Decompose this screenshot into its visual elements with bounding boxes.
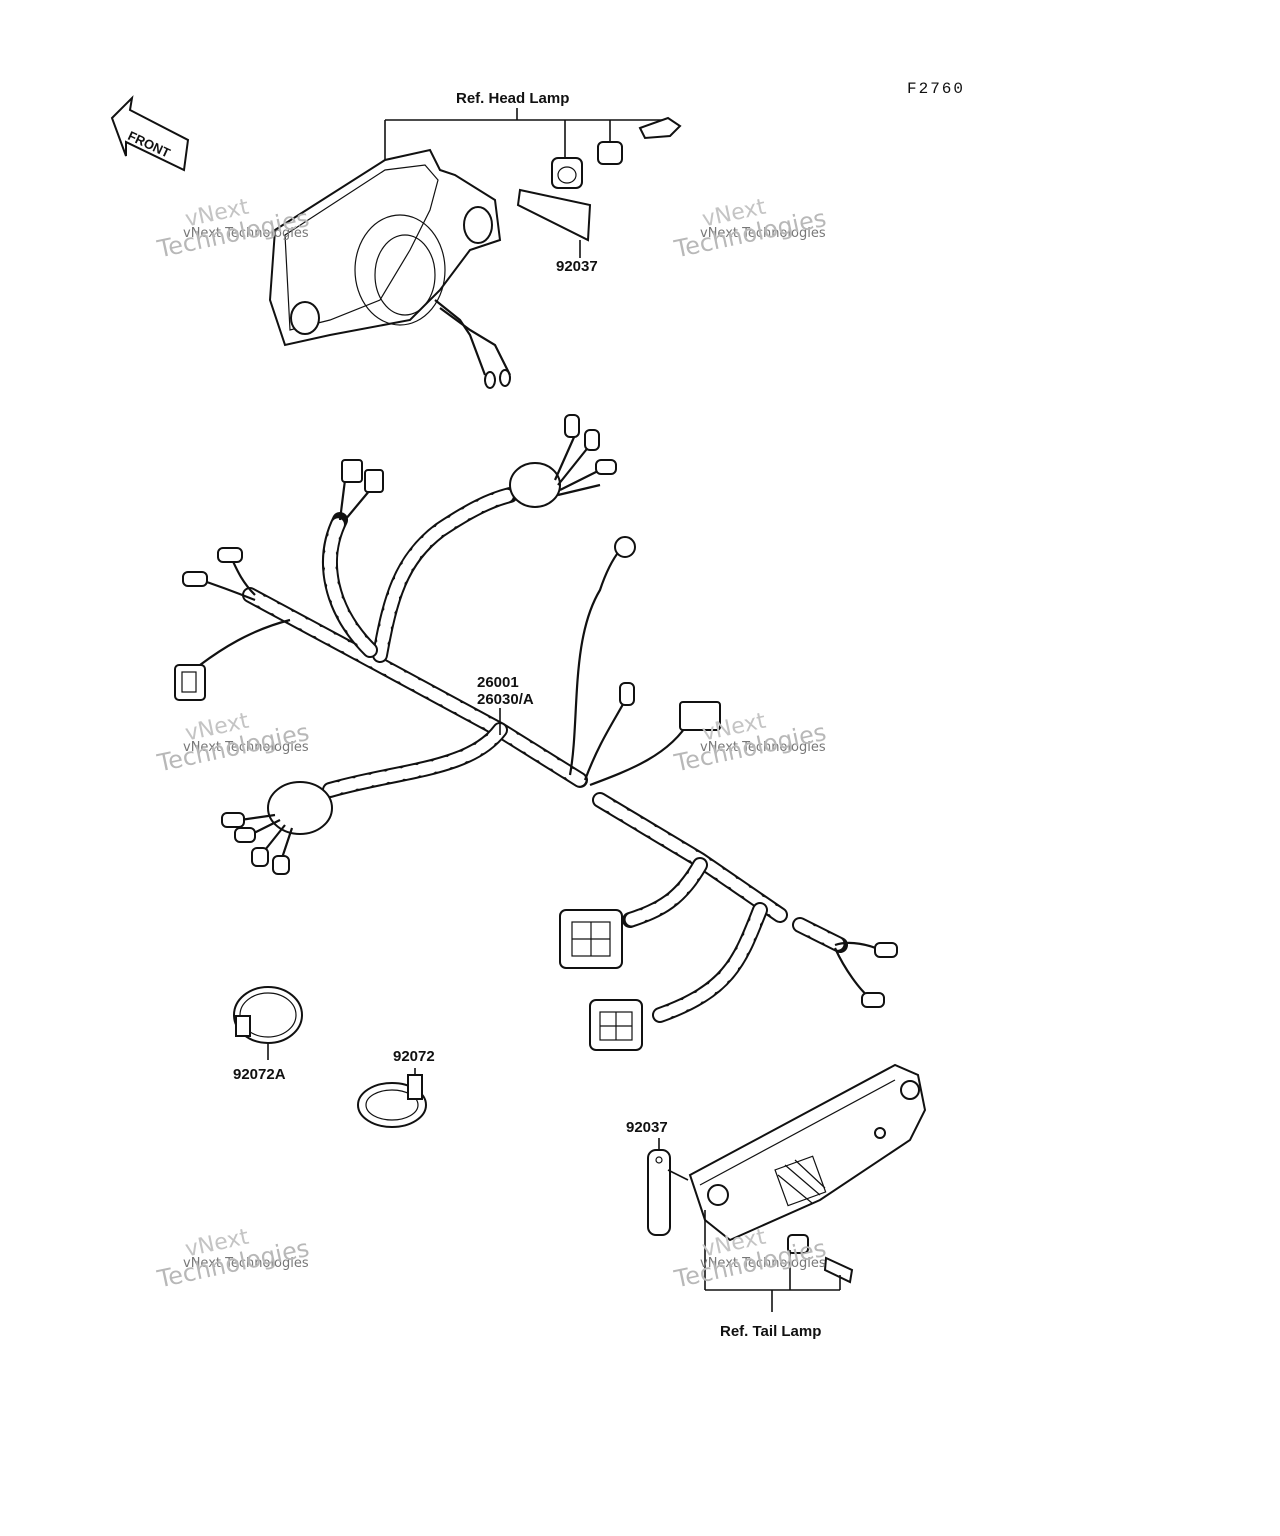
front-arrow-icon <box>110 95 190 172</box>
part-number-92072a: 92072A <box>233 1066 286 1083</box>
figure-code: F2760 <box>907 80 966 98</box>
tail-lamp-drawing <box>647 1063 927 1312</box>
head-lamp-drawing <box>268 148 511 389</box>
clamp-92072-drawing <box>357 1068 427 1128</box>
clamp-92072a-drawing <box>233 986 303 1060</box>
ref-tail-lamp-label: Ref. Tail Lamp <box>720 1323 822 1340</box>
wiring-harness-drawing <box>174 414 898 1051</box>
part-number-92072: 92072 <box>393 1048 435 1065</box>
head-lamp-grommets <box>516 116 682 258</box>
part-number-26030a: 26030/A <box>477 691 534 708</box>
part-number-92037-bottom: 92037 <box>626 1119 668 1136</box>
part-number-26001: 26001 <box>477 674 519 691</box>
part-number-92037-top: 92037 <box>556 258 598 275</box>
ref-head-lamp-label: Ref. Head Lamp <box>456 90 570 107</box>
